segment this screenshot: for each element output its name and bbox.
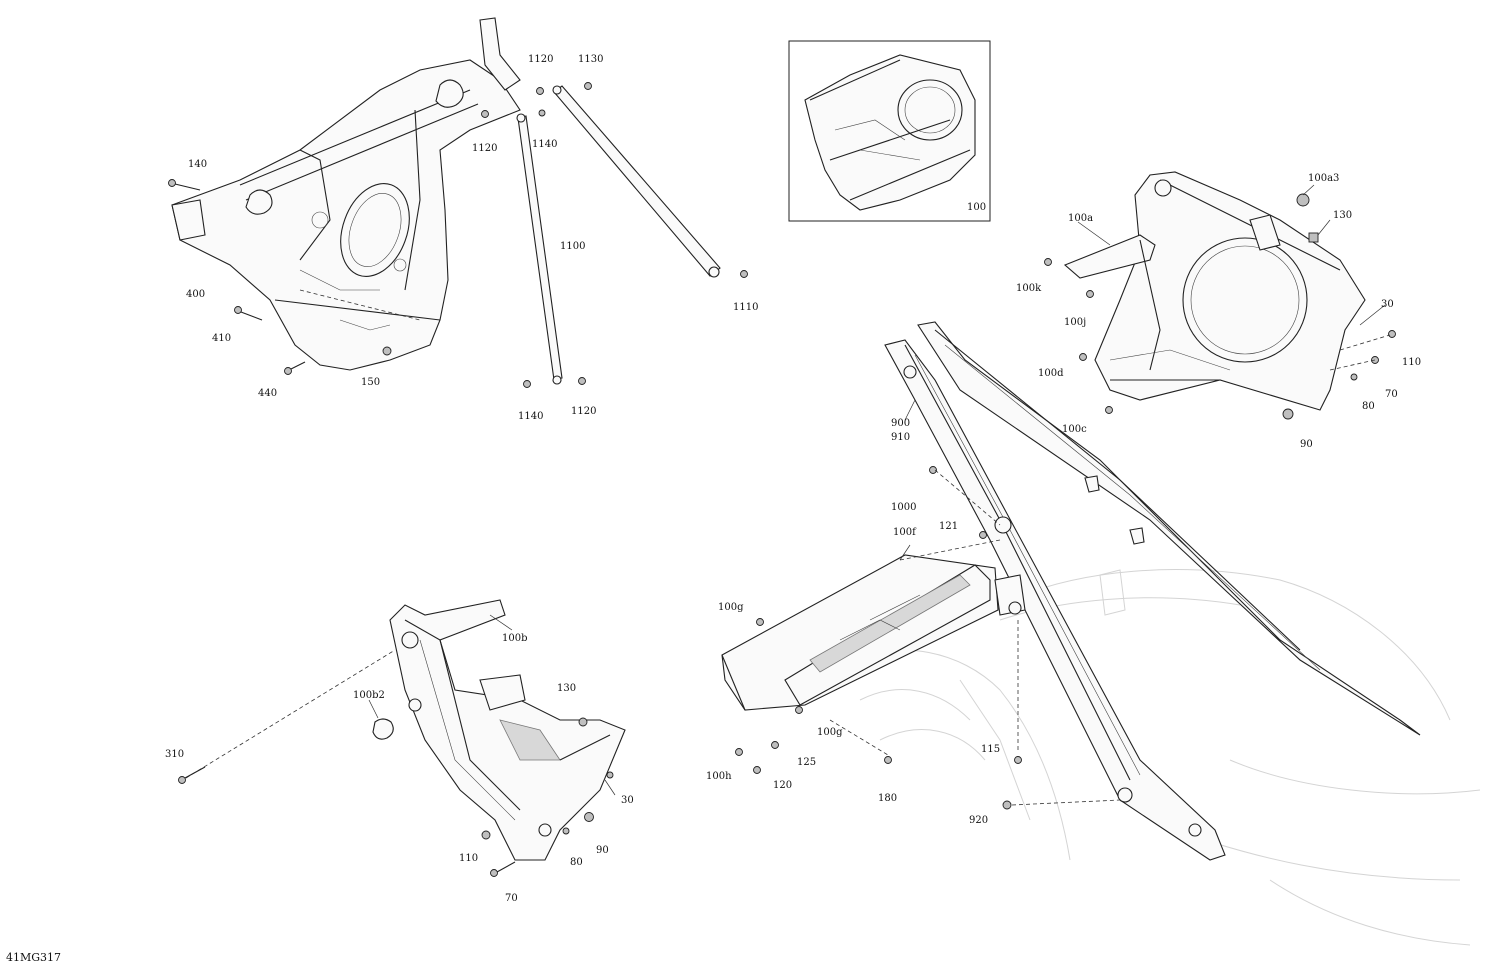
label-80-right: 80 — [1362, 401, 1375, 412]
label-100g-left: 100g — [718, 602, 744, 613]
label-120: 120 — [773, 780, 792, 791]
label-1120-top: 1120 — [528, 54, 553, 65]
label-100k: 100k — [1016, 283, 1042, 294]
label-100: 100 — [967, 202, 986, 213]
label-1120-left: 1120 — [472, 143, 497, 154]
label-90-bottom: 90 — [596, 845, 609, 856]
label-100j: 100j — [1064, 317, 1086, 328]
label-100b2: 100b2 — [353, 690, 385, 701]
label-920: 920 — [969, 815, 988, 826]
floor-tray-100f — [721, 466, 1121, 810]
label-130-bottom: 130 — [557, 683, 576, 694]
label-1110: 1110 — [733, 302, 758, 313]
label-180: 180 — [878, 793, 897, 804]
label-100f: 100f — [893, 527, 917, 538]
callout-labels: 100 140 400 410 440 150 1120 1130 1120 1… — [6, 54, 1421, 964]
side-beam-900-910 — [884, 321, 1421, 861]
label-115: 115 — [981, 744, 1000, 755]
label-100d: 100d — [1038, 368, 1064, 379]
lower-frame-100b — [178, 599, 626, 877]
front-frame-400 — [171, 17, 521, 371]
label-100a: 100a — [1068, 213, 1093, 224]
label-100b: 100b — [502, 633, 528, 644]
label-440: 440 — [258, 388, 277, 399]
label-80-bottom: 80 — [570, 857, 583, 868]
label-910: 910 — [891, 432, 910, 443]
label-1120-bottom: 1120 — [571, 406, 596, 417]
label-100a3: 100a3 — [1308, 173, 1339, 184]
leader-lines — [368, 184, 1386, 796]
label-150: 150 — [361, 377, 380, 388]
label-30-right: 30 — [1381, 299, 1394, 310]
label-110-bottom: 110 — [459, 853, 478, 864]
label-121: 121 — [939, 521, 958, 532]
strut-1100 — [516, 113, 563, 385]
hardware-top-left — [168, 82, 592, 375]
label-1130: 1130 — [578, 54, 603, 65]
right-frame-assembly — [1044, 171, 1396, 420]
drawing-reference: 41MG317 — [6, 951, 61, 964]
label-900: 900 — [891, 418, 910, 429]
label-410: 410 — [212, 333, 231, 344]
label-70-right: 70 — [1385, 389, 1398, 400]
label-130-right: 130 — [1333, 210, 1352, 221]
label-140: 140 — [188, 159, 207, 170]
label-1000: 1000 — [891, 502, 916, 513]
label-400: 400 — [186, 289, 205, 300]
label-1100: 1100 — [560, 241, 585, 252]
label-100c: 100c — [1062, 424, 1087, 435]
label-125: 125 — [797, 757, 816, 768]
label-310: 310 — [165, 749, 184, 760]
inset-frame-100 — [788, 40, 991, 222]
label-70-bottom: 70 — [505, 893, 518, 904]
label-90-right: 90 — [1300, 439, 1313, 450]
label-110-right: 110 — [1402, 357, 1421, 368]
label-1140-top: 1140 — [532, 139, 557, 150]
label-30-bottom: 30 — [621, 795, 634, 806]
hardware-struts — [523, 270, 748, 388]
label-100g-right: 100g — [817, 727, 843, 738]
strut-1110 — [552, 85, 721, 278]
label-1140-bottom: 1140 — [518, 411, 543, 422]
label-100h: 100h — [706, 771, 732, 782]
